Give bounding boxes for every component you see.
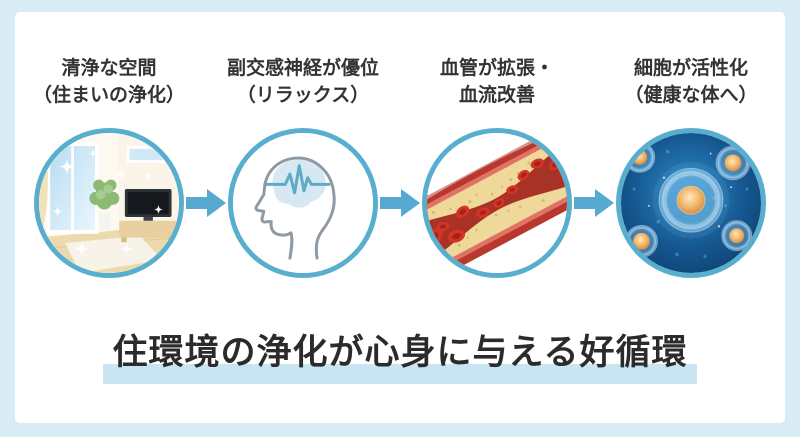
- step-2-label-line2: （リラックス）: [236, 84, 370, 106]
- step-3-label: 血管が拡張・ 血流改善: [440, 56, 554, 112]
- flow-step-4: 細胞が活性化 （健康な体へ）: [616, 56, 766, 278]
- page-title-text: 住環境の浄化が心身に与える好循環: [102, 324, 698, 384]
- flow-diagram: 清浄な空間 （住まいの浄化）: [15, 12, 785, 278]
- step-1-label-line1: 清浄な空間: [61, 58, 157, 79]
- step-1-label: 清浄な空間 （住まいの浄化）: [33, 56, 185, 112]
- arrow-cell-3: [572, 187, 616, 219]
- flow-step-1: 清浄な空間 （住まいの浄化）: [33, 56, 185, 278]
- right-arrow-icon: [380, 189, 420, 217]
- relaxed-brain-image: [228, 128, 378, 278]
- right-arrow-icon: [186, 189, 226, 217]
- step-4-label-line2: （健康な体へ）: [624, 84, 758, 106]
- step-1-label-line2: （住まいの浄化）: [33, 84, 186, 106]
- step-2-label: 副交感神経が優位 （リラックス）: [227, 56, 379, 112]
- step-4-label: 細胞が活性化 （健康な体へ）: [624, 56, 757, 112]
- clean-room-image: [34, 128, 184, 278]
- arrow-cell-1: [184, 187, 228, 219]
- page-title: 住環境の浄化が心身に与える好循環: [102, 324, 698, 384]
- step-3-label-line2: 血流改善: [458, 84, 535, 106]
- step-3-label-line1: 血管が拡張・: [439, 58, 554, 79]
- active-cells-image: [616, 128, 766, 278]
- step-2-label-line1: 副交感神経が優位: [227, 58, 380, 79]
- title-section: 住環境の浄化が心身に与える好循環: [15, 324, 785, 384]
- right-arrow-icon: [574, 189, 614, 217]
- content-card: 清浄な空間 （住まいの浄化）: [15, 12, 785, 423]
- blood-vessel-image: [422, 128, 572, 278]
- flow-step-3: 血管が拡張・ 血流改善: [422, 56, 572, 278]
- arrow-cell-2: [378, 187, 422, 219]
- step-4-label-line1: 細胞が活性化: [633, 58, 748, 79]
- flow-step-2: 副交感神経が優位 （リラックス）: [227, 56, 379, 278]
